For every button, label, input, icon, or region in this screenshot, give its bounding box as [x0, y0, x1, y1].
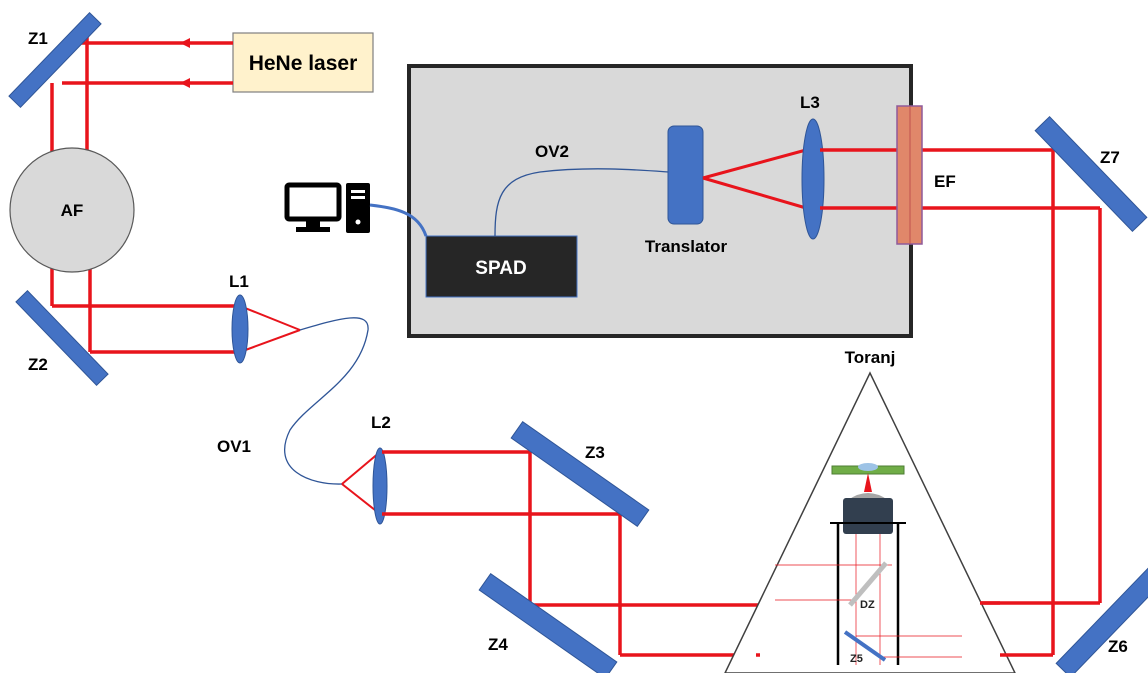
- l3-focus-beams: [702, 148, 807, 210]
- z6-label: Z6: [1108, 637, 1128, 656]
- l1-focus-beams: [239, 305, 301, 353]
- toranj-entry-beams: [756, 601, 1020, 657]
- toranj-label: Toranj: [845, 348, 896, 367]
- l2-label: L2: [371, 413, 391, 432]
- mirror-z1: [8, 12, 102, 108]
- z5-label: Z5: [850, 653, 863, 665]
- dz-label: DZ: [860, 599, 875, 611]
- fiber-ov1: [283, 317, 369, 485]
- lens-l3: [801, 118, 825, 240]
- fiber-ov2: [494, 168, 669, 237]
- z4-label: Z4: [488, 635, 508, 654]
- l1-label: L1: [229, 272, 249, 291]
- mirror-z3: [510, 420, 650, 528]
- z7-label: Z7: [1100, 148, 1120, 167]
- mirror-z4: [478, 572, 618, 673]
- mirror-z6: [1055, 561, 1148, 673]
- ov1-label: OV1: [217, 437, 251, 456]
- dichroic-mirror-dz: [848, 561, 888, 607]
- ef-label: EF: [934, 172, 956, 191]
- spad-label: SPAD: [475, 258, 526, 279]
- af-label: AF: [61, 201, 84, 220]
- mirror-z7: [1034, 115, 1148, 233]
- z7-beam-paths: [820, 148, 1102, 657]
- z3-z4-beam-paths: [382, 450, 760, 657]
- spad-box: [425, 235, 578, 298]
- l2-focus-beams: [341, 451, 381, 515]
- z1-label: Z1: [28, 29, 48, 48]
- hene-laser-label: HeNe laser: [249, 52, 358, 75]
- mirror-z2: [15, 290, 109, 386]
- af-beam-paths: [50, 24, 235, 354]
- mirror-z5: [843, 630, 887, 662]
- computer-icon: [284, 182, 370, 233]
- ov2-label: OV2: [535, 142, 569, 161]
- l3-label: L3: [800, 93, 820, 112]
- hene-laser-box: [232, 32, 374, 93]
- lens-l1: [231, 294, 249, 364]
- laser-output-beams: [62, 38, 233, 88]
- z2-label: Z2: [28, 355, 48, 374]
- computer-cable: [369, 203, 428, 237]
- translator-label: Translator: [645, 237, 728, 256]
- translator-stage: [667, 125, 704, 225]
- microscope-internals: [775, 463, 962, 665]
- aperture-filter-circle: [9, 147, 135, 273]
- lens-l2: [372, 447, 388, 525]
- z3-label: Z3: [585, 443, 605, 462]
